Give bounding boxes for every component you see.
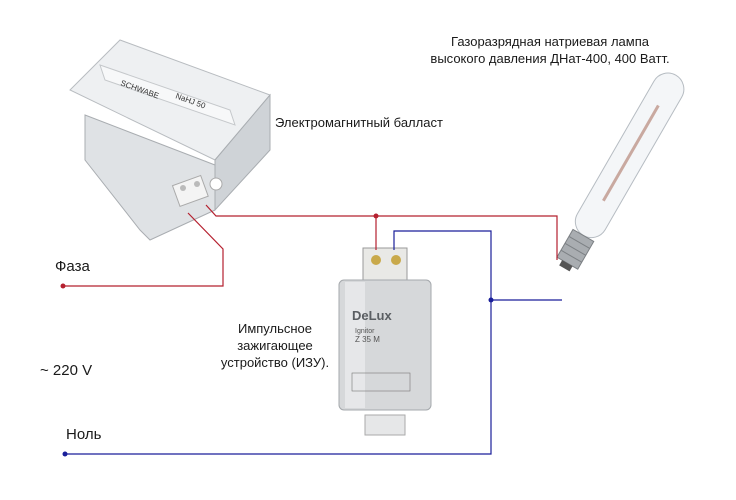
ignitor-image: DeLux Ignitor Z 35 M <box>338 247 432 436</box>
phase-junction-dot <box>373 213 379 219</box>
lamp-label-line2: высокого давления ДНат-400, 400 Ватт. <box>430 51 670 66</box>
lamp-label: Газоразрядная натриевая лампа высокого д… <box>400 33 700 67</box>
phase-wire <box>63 204 558 287</box>
ignitor-label-line3: устройство (ИЗУ). <box>220 355 330 370</box>
ignitor-type: Ignitor <box>355 328 375 335</box>
neutral-label: Ноль <box>66 426 102 443</box>
ignitor-label-line1: Импульсное <box>237 321 313 336</box>
voltage-label: ~ 220 V <box>40 362 93 379</box>
phase-label: Фаза <box>55 258 90 275</box>
ignitor-model: Z 35 M <box>355 335 380 344</box>
lamp-image <box>556 72 685 272</box>
ballast-image: SCHWABE NaHJ 50 <box>69 39 271 241</box>
lamp-label-line1: Газоразрядная натриевая лампа <box>451 34 649 49</box>
neutral-terminal-dot <box>62 451 68 457</box>
ballast-label: Электромагнитный балласт <box>275 115 443 130</box>
ignitor-brand: DeLux <box>352 308 393 323</box>
ignitor-label: Импульсное зажигающее устройство (ИЗУ). <box>210 320 340 371</box>
neutral-junction-dot <box>488 297 494 303</box>
ignitor-label-line2: зажигающее <box>237 338 313 353</box>
neutral-wire <box>65 230 562 455</box>
phase-terminal-dot <box>60 283 66 289</box>
